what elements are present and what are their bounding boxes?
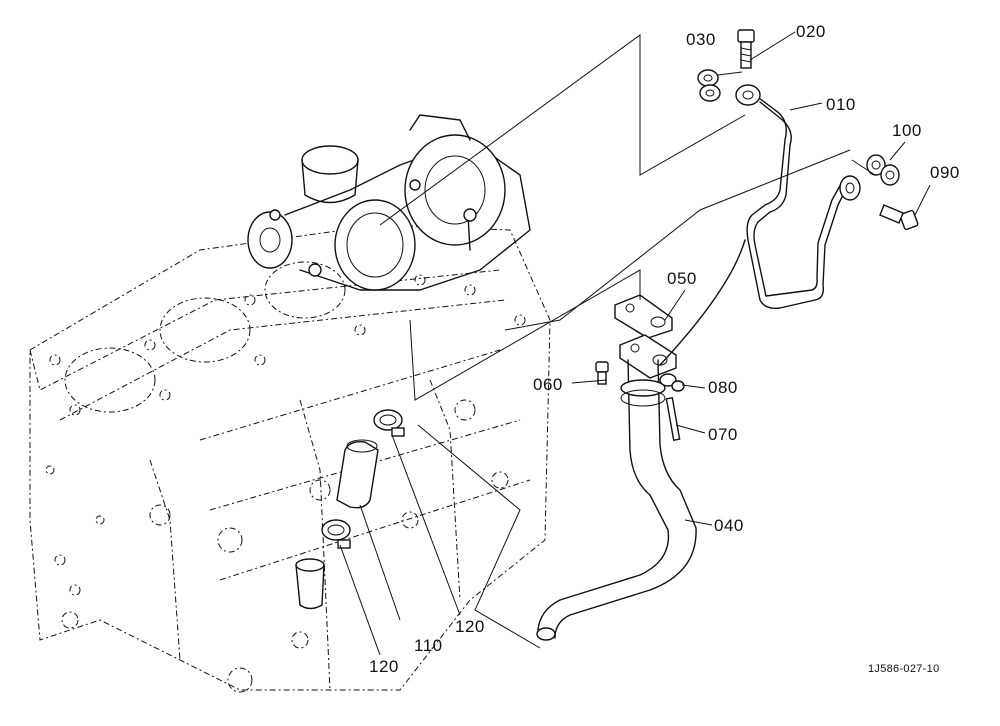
label-100: 100 [892,121,922,140]
leader-lines [339,31,931,656]
oil-return-pipe-040 [536,359,697,641]
label-070: 070 [708,425,738,444]
pin-070 [665,396,681,442]
label-030: 030 [686,30,716,49]
label-020: 020 [796,22,826,41]
label-090: 090 [930,163,960,182]
washers-100 [866,154,900,186]
drawing-code: 1J586-027-10 [868,663,940,675]
label-110: 110 [414,636,443,655]
hose-110 [336,439,379,509]
washers-030 [697,69,721,102]
gasket-050 [614,294,677,379]
label-080: 080 [708,378,738,397]
clip-080 [659,373,685,392]
clamp-120-upper [373,409,405,437]
turbocharger [247,114,531,291]
label-120-left: 120 [369,657,399,676]
label-120-right: 120 [455,617,485,636]
bolt-060 [595,361,609,385]
clamp-120-lower [321,519,351,549]
bolt-090 [879,204,919,231]
label-010: 010 [826,95,856,114]
label-050: 050 [667,269,697,288]
label-040: 040 [714,516,744,535]
oil-pipe-010 [735,84,861,310]
oil-drain-spout [295,558,325,610]
bolt-020 [737,29,755,69]
label-060: 060 [533,375,563,394]
